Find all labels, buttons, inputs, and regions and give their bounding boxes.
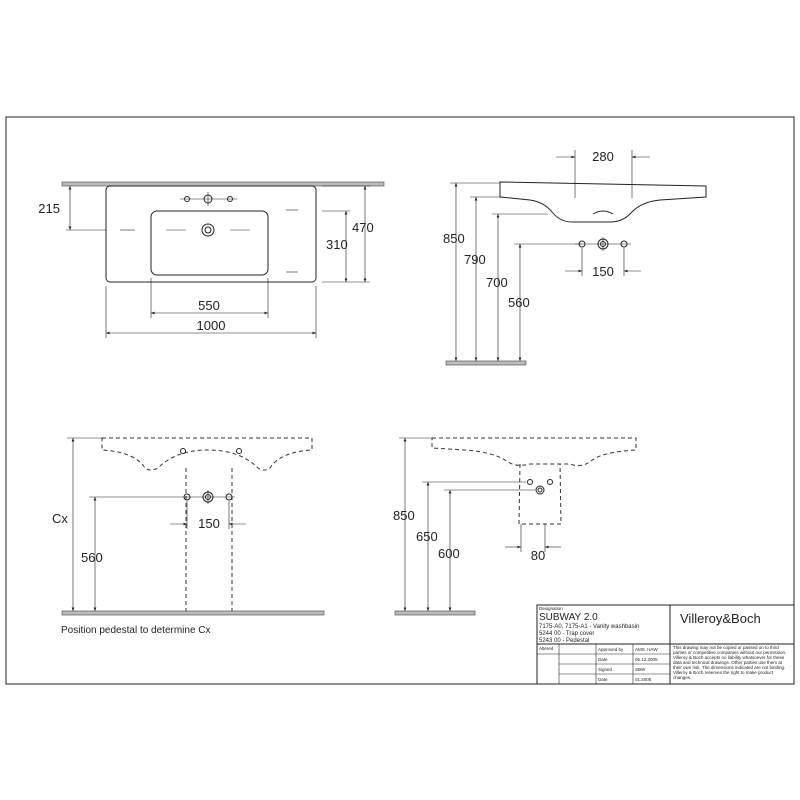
top-basin-outline: [105, 185, 317, 283]
date1-label: Date: [598, 657, 608, 662]
dim-790: 790: [464, 252, 486, 267]
side-floor-strip: [445, 360, 527, 366]
approved-label: Approved by: [598, 647, 624, 652]
side-basin-profile: [499, 181, 707, 223]
pedestal-note: Position pedestal to determine Cx: [61, 625, 211, 636]
front-pedestal-view: Cx 560 150 Position pedestal to determin…: [52, 437, 325, 636]
dim-1000: 1000: [197, 318, 226, 333]
dim-150-front: 150: [198, 516, 220, 531]
date1-value: 05.12.2005: [635, 657, 658, 662]
svg-text:data and technical drawings. O: data and technical drawings. Other parti…: [673, 660, 783, 665]
svg-text:their own risk. The dimensions: their own risk. The dimensions indicated…: [673, 665, 785, 670]
top-bowl: [150, 210, 269, 276]
dim-560-side: 560: [508, 295, 530, 310]
front-floor-strip: [61, 610, 325, 616]
pedestal-outlet-icon: [535, 485, 545, 495]
product-line-3: 5243 00 - Pedestal: [539, 638, 589, 644]
side-view: 280 850 790 700 560 150: [443, 149, 707, 366]
signed-label: Signed: [598, 667, 613, 672]
disclaimer-text: This drawing may not be copied or passed…: [673, 645, 786, 680]
altered-label: Altered: [539, 646, 554, 651]
dim-150-side: 150: [592, 264, 614, 279]
front-basin-dashed: [101, 437, 313, 471]
dim-650: 650: [416, 529, 438, 544]
product-line-2: 5244 00 - Trap cover: [539, 631, 594, 637]
product-line-1: 7175-A0, 7175-A1 - Vanity washbasin: [539, 624, 639, 630]
dim-850-side: 850: [443, 231, 465, 246]
product-name: SUBWAY 2.0: [539, 612, 598, 623]
pedestal-floor-strip: [394, 610, 476, 616]
side-pedestal-view: 850 650 600 80: [393, 437, 637, 616]
dim-80: 80: [531, 548, 545, 563]
dim-280: 280: [592, 149, 614, 164]
date2-value: 01.2005: [635, 677, 652, 682]
dim-700: 700: [486, 275, 508, 290]
svg-text:This drawing may not be copied: This drawing may not be copied or passed…: [673, 645, 779, 650]
dim-cx: Cx: [52, 511, 68, 526]
signed-value: SBW: [635, 667, 646, 672]
approved-value: AMS. HAW: [635, 647, 658, 652]
dim-560-front: 560: [81, 550, 103, 565]
dim-470: 470: [352, 220, 374, 235]
brand-logo: Villeroy&Boch: [680, 611, 761, 626]
svg-text:Villeroy & Boch reserves the r: Villeroy & Boch reserves the right to ma…: [673, 670, 774, 675]
svg-text:changes.: changes.: [673, 675, 691, 680]
svg-text:Villeroy & Boch accepts no lia: Villeroy & Boch accepts no liability wha…: [673, 655, 785, 660]
dim-550: 550: [198, 298, 220, 313]
dim-310: 310: [326, 237, 348, 252]
top-drain-icon: [201, 223, 215, 237]
dim-850-pedestal: 850: [393, 508, 415, 523]
date2-label: Date: [598, 677, 608, 682]
top-view: 215 310 470 550 1000: [38, 181, 385, 338]
pedestal-basin-dashed: [431, 437, 637, 467]
dim-215: 215: [38, 201, 60, 216]
svg-text:parties or competitive compani: parties or competitive companies without…: [673, 650, 786, 655]
title-block: Designation SUBWAY 2.0 7175-A0, 7175-A1 …: [536, 604, 795, 685]
designation-label: Designation: [539, 606, 563, 611]
dim-600: 600: [438, 546, 460, 561]
top-wall-strip: [61, 181, 385, 187]
pedestal-dashed: [518, 463, 562, 525]
drawing-frame: [5, 116, 795, 685]
